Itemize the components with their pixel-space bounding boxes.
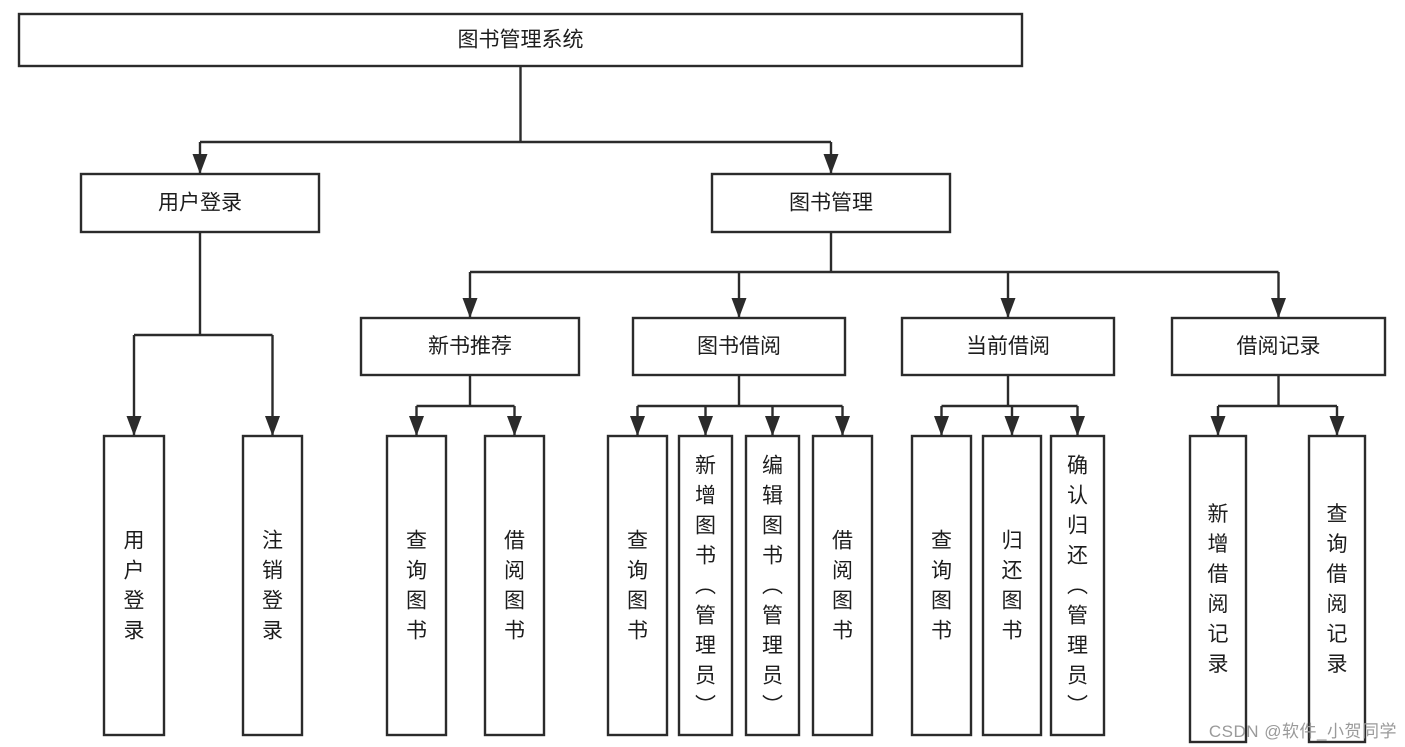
node-label-leaf-query-book-2: 查询图书 bbox=[627, 530, 648, 643]
arrow-head-icon bbox=[698, 416, 713, 436]
node-leaf-query-book-1[interactable]: 查询图书 bbox=[385, 434, 448, 737]
node-box-current-borrow[interactable] bbox=[900, 316, 1116, 377]
arrow-head-icon bbox=[507, 416, 522, 436]
arrow-head-icon bbox=[1210, 416, 1226, 436]
arrow-head-icon bbox=[731, 298, 747, 318]
node-label-leaf-query-book-1: 查询图书 bbox=[406, 530, 427, 643]
node-box-leaf-edit-book-admin[interactable] bbox=[744, 434, 801, 737]
node-label-leaf-add-borrow-record: 新增借阅记录 bbox=[1208, 503, 1229, 676]
node-label-leaf-user-login: 用户登录 bbox=[124, 530, 145, 643]
node-leaf-add-borrow-record[interactable]: 新增借阅记录 bbox=[1188, 434, 1248, 744]
node-user-login[interactable]: 用户登录 bbox=[79, 172, 321, 234]
connector-layer bbox=[126, 66, 1345, 436]
node-label-leaf-borrow-book-2: 借阅图书 bbox=[832, 530, 853, 643]
node-label-leaf-return-book: 归还图书 bbox=[1002, 530, 1023, 643]
node-label-borrow-record: 借阅记录 bbox=[1237, 335, 1321, 358]
node-label-leaf-query-borrow-record: 查询借阅记录 bbox=[1327, 503, 1348, 676]
arrow-head-icon bbox=[765, 416, 780, 436]
node-label-leaf-borrow-book-1: 借阅图书 bbox=[504, 530, 525, 643]
node-leaf-query-borrow-record[interactable]: 查询借阅记录 bbox=[1307, 434, 1367, 744]
node-label-leaf-edit-book-admin: 编辑图书︵管理员︶ bbox=[762, 455, 783, 718]
node-box-leaf-add-borrow-record[interactable] bbox=[1188, 434, 1248, 744]
node-book-management[interactable]: 图书管理 bbox=[710, 172, 952, 234]
node-leaf-query-book-3[interactable]: 查询图书 bbox=[910, 434, 973, 737]
node-label-leaf-confirm-return-admin: 确认归还︵管理员︶ bbox=[1067, 455, 1088, 718]
node-box-leaf-return-book[interactable] bbox=[981, 434, 1043, 737]
node-box-book-borrow[interactable] bbox=[631, 316, 847, 377]
node-box-leaf-borrow-book-2[interactable] bbox=[811, 434, 874, 737]
node-label-user-login: 用户登录 bbox=[158, 192, 242, 215]
arrow-head-icon bbox=[823, 154, 839, 174]
node-box-leaf-query-book-1[interactable] bbox=[385, 434, 448, 737]
node-box-leaf-query-borrow-record[interactable] bbox=[1307, 434, 1367, 744]
node-label-root: 图书管理系统 bbox=[458, 29, 584, 52]
arrow-head-icon bbox=[126, 416, 142, 436]
arrow-head-icon bbox=[409, 416, 424, 436]
node-label-book-borrow: 图书借阅 bbox=[697, 335, 781, 358]
node-box-leaf-confirm-return-admin[interactable] bbox=[1049, 434, 1106, 737]
node-label-new-book-recommend: 新书推荐 bbox=[428, 335, 512, 358]
node-box-leaf-borrow-book-1[interactable] bbox=[483, 434, 546, 737]
node-box-leaf-query-book-2[interactable] bbox=[606, 434, 669, 737]
arrow-head-icon bbox=[1000, 298, 1016, 318]
node-label-book-management: 图书管理 bbox=[789, 192, 873, 215]
node-box-leaf-user-login[interactable] bbox=[102, 434, 166, 737]
node-box-leaf-logout[interactable] bbox=[241, 434, 304, 737]
node-box-book-management[interactable] bbox=[710, 172, 952, 234]
node-leaf-confirm-return-admin[interactable]: 确认归还︵管理员︶ bbox=[1049, 434, 1106, 737]
node-leaf-query-book-2[interactable]: 查询图书 bbox=[606, 434, 669, 737]
arrow-head-icon bbox=[934, 416, 949, 436]
node-box-new-book-recommend[interactable] bbox=[359, 316, 581, 377]
arrow-head-icon bbox=[835, 416, 850, 436]
arrow-head-icon bbox=[265, 416, 280, 436]
node-box-root[interactable] bbox=[17, 12, 1024, 68]
node-leaf-borrow-book-1[interactable]: 借阅图书 bbox=[483, 434, 546, 737]
node-leaf-edit-book-admin[interactable]: 编辑图书︵管理员︶ bbox=[744, 434, 801, 737]
node-root[interactable]: 图书管理系统 bbox=[17, 12, 1024, 68]
node-label-leaf-add-book-admin: 新增图书︵管理员︶ bbox=[695, 455, 716, 718]
node-box-user-login[interactable] bbox=[79, 172, 321, 234]
node-layer: 图书管理系统用户登录图书管理新书推荐图书借阅当前借阅借阅记录用户登录注销登录查询… bbox=[17, 12, 1387, 744]
node-new-book-recommend[interactable]: 新书推荐 bbox=[359, 316, 581, 377]
arrow-head-icon bbox=[192, 154, 208, 174]
arrow-head-icon bbox=[462, 298, 478, 318]
arrow-head-icon bbox=[1329, 416, 1345, 436]
node-leaf-add-book-admin[interactable]: 新增图书︵管理员︶ bbox=[677, 434, 734, 737]
node-current-borrow[interactable]: 当前借阅 bbox=[900, 316, 1116, 377]
node-book-borrow[interactable]: 图书借阅 bbox=[631, 316, 847, 377]
node-label-leaf-logout: 注销登录 bbox=[262, 530, 283, 643]
arrow-head-icon bbox=[1271, 298, 1286, 318]
node-borrow-record[interactable]: 借阅记录 bbox=[1170, 316, 1387, 377]
arrow-head-icon bbox=[1070, 416, 1085, 436]
node-label-leaf-query-book-3: 查询图书 bbox=[931, 530, 952, 643]
node-leaf-borrow-book-2[interactable]: 借阅图书 bbox=[811, 434, 874, 737]
node-box-leaf-query-book-3[interactable] bbox=[910, 434, 973, 737]
node-label-current-borrow: 当前借阅 bbox=[966, 335, 1050, 358]
node-leaf-user-login[interactable]: 用户登录 bbox=[102, 434, 166, 737]
node-box-leaf-add-book-admin[interactable] bbox=[677, 434, 734, 737]
node-leaf-return-book[interactable]: 归还图书 bbox=[981, 434, 1043, 737]
arrow-head-icon bbox=[1004, 416, 1020, 436]
node-box-borrow-record[interactable] bbox=[1170, 316, 1387, 377]
arrow-head-icon bbox=[630, 416, 645, 436]
node-leaf-logout[interactable]: 注销登录 bbox=[241, 434, 304, 737]
